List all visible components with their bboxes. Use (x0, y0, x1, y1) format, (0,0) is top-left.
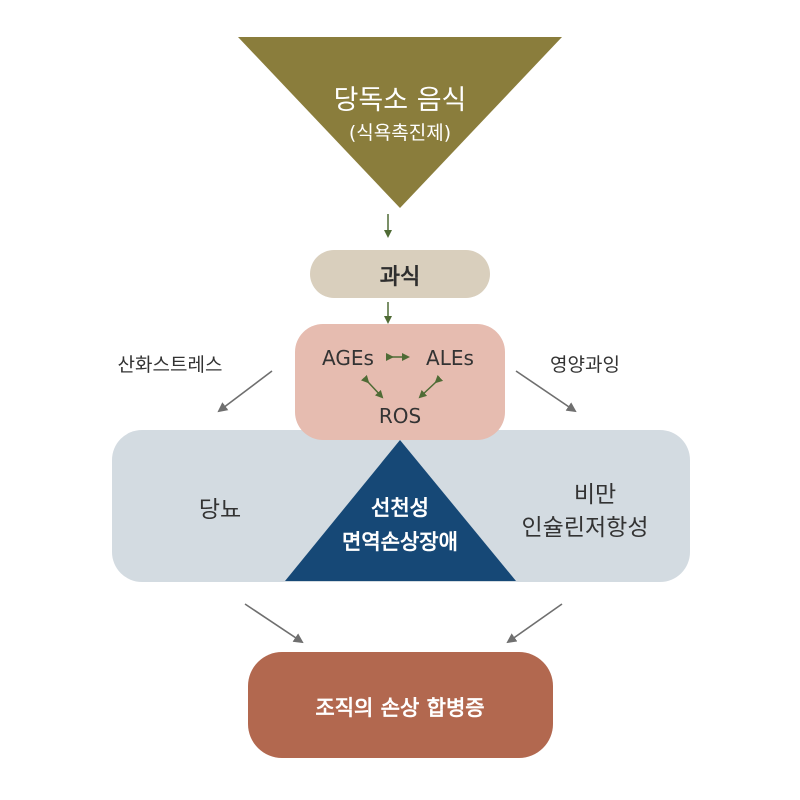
tissue-damage-box (248, 652, 553, 758)
right-diagonal-arrow (515, 370, 577, 413)
oxidative-stress-label: 산화스트레스 (117, 354, 223, 376)
immune-triangle (285, 440, 516, 581)
ales-ros-arrow (418, 374, 444, 399)
overnutrition-label: 영양과잉 (550, 354, 620, 376)
toxic-food-triangle (238, 37, 562, 208)
triangle-subtitle: (식욕촉진제) (348, 122, 452, 144)
glycation-box (295, 324, 505, 440)
triangle-title: 당독소 음식 (333, 85, 467, 116)
ages-ros-arrow (360, 374, 384, 399)
insulin-resistance-label: 인슐린저항성 (521, 515, 649, 541)
ages-label: AGEs (322, 346, 374, 370)
tissue-damage-label: 조직의 손상 합병증 (315, 696, 485, 720)
immune-label-line2: 면역손상장애 (342, 530, 458, 554)
lower-left-arrow (244, 603, 304, 644)
ales-label: ALEs (426, 346, 474, 370)
overeating-label: 과식 (379, 265, 421, 290)
lower-right-arrow (506, 603, 563, 644)
immune-label-line1: 선천성 (371, 496, 429, 520)
diabetes-label: 당뇨 (198, 497, 242, 523)
overeating-pill (310, 250, 490, 298)
obesity-label: 비만 (573, 482, 617, 508)
left-diagonal-arrow (217, 370, 273, 413)
ros-label: ROS (378, 404, 422, 428)
